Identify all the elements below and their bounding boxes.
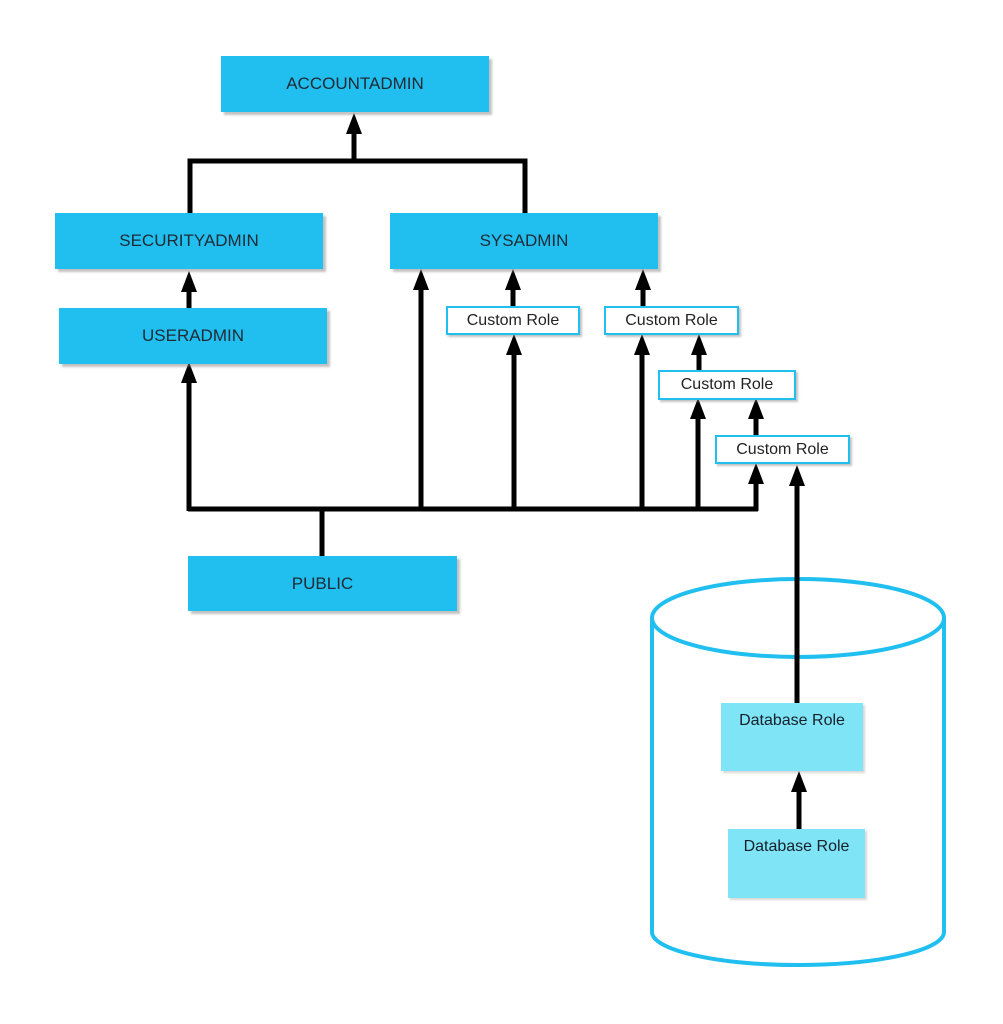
arrowhead-sysadmin-direct bbox=[413, 269, 429, 290]
arrowhead-dbrole1 bbox=[791, 771, 807, 792]
arrowhead-sysadmin-custom2 bbox=[635, 269, 651, 290]
arrowhead-custom3-child bbox=[748, 398, 764, 419]
role-sysadmin: SYSADMIN bbox=[390, 213, 658, 269]
connector-securityadmin-to-accountadmin bbox=[187, 158, 528, 213]
arrowhead-sysadmin-custom1 bbox=[505, 269, 521, 290]
role-public: PUBLIC bbox=[188, 556, 457, 611]
role-accountadmin: ACCOUNTADMIN bbox=[221, 56, 489, 112]
arrowhead-custom1 bbox=[506, 334, 522, 355]
custom-role-3: Custom Role bbox=[658, 370, 796, 400]
arrowhead-custom4-db bbox=[789, 465, 805, 486]
custom-role-2: Custom Role bbox=[604, 306, 739, 335]
custom-role-1: Custom Role bbox=[446, 306, 580, 335]
arrowhead-useradmin bbox=[181, 362, 197, 383]
arrowhead-accountadmin bbox=[346, 113, 362, 134]
database-role-1: Database Role bbox=[721, 703, 863, 771]
arrowhead-custom2-bus bbox=[634, 334, 650, 355]
custom-role-4: Custom Role bbox=[715, 435, 850, 464]
arrowhead-securityadmin bbox=[181, 271, 197, 292]
arrowhead-custom3-bus bbox=[690, 398, 706, 419]
arrowhead-custom2-child bbox=[691, 334, 707, 355]
role-securityadmin: SECURITYADMIN bbox=[55, 213, 323, 269]
arrowheads bbox=[181, 113, 807, 792]
role-useradmin: USERADMIN bbox=[59, 308, 327, 364]
arrowhead-custom4-bus bbox=[748, 463, 764, 484]
database-role-2: Database Role bbox=[728, 829, 865, 898]
